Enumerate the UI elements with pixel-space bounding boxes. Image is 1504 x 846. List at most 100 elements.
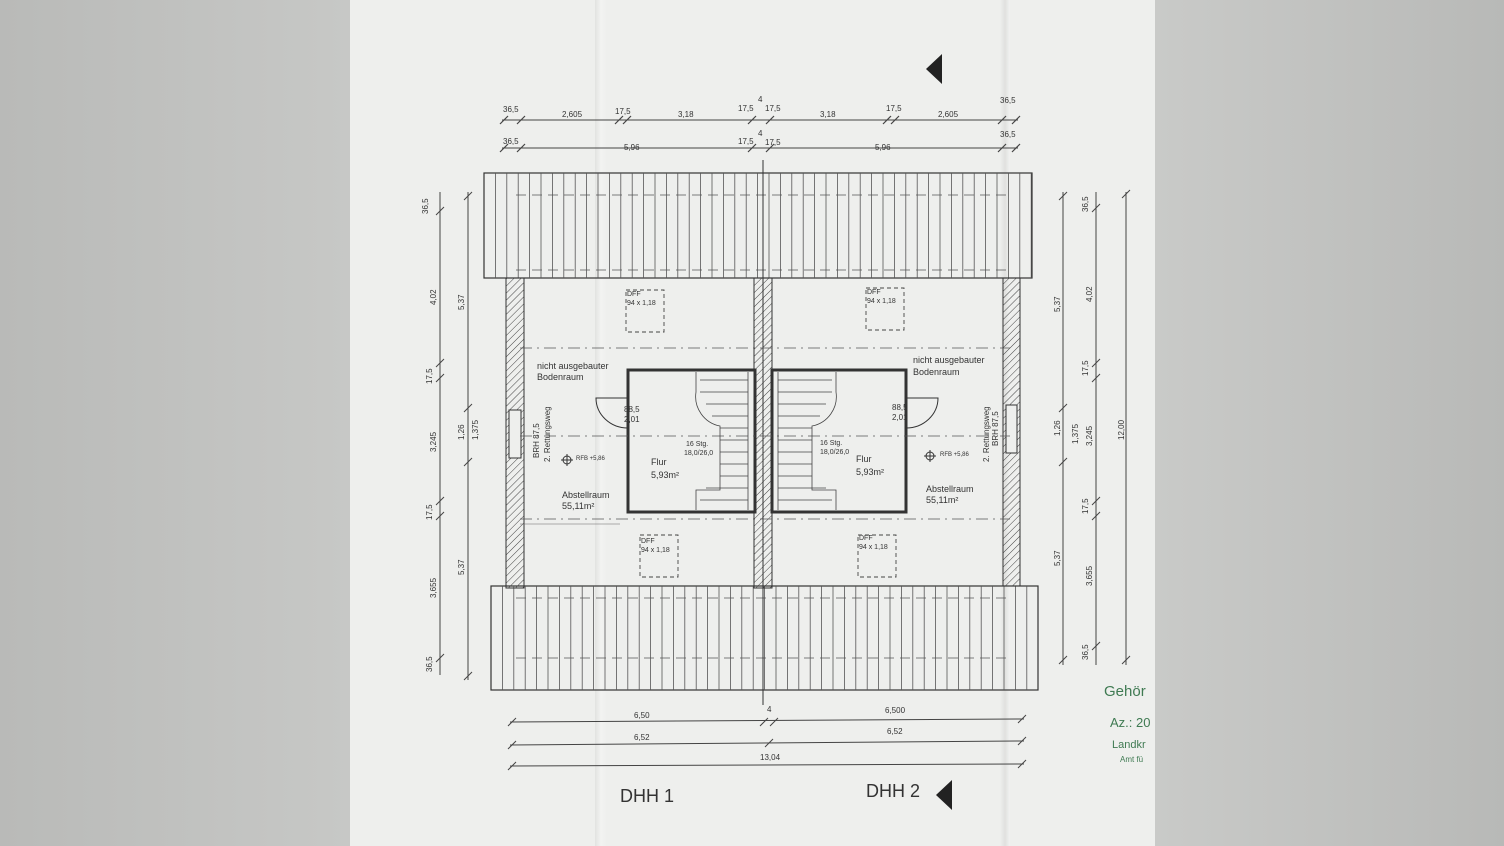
dim-label: 3,18 [820,110,836,119]
north-arrow-icon [936,780,952,810]
dim-label: 5,37 [1053,550,1062,566]
dim-label: 17,5 [425,504,434,520]
door-label: 2,01 [624,415,640,424]
flur-label: Flur [651,457,667,467]
window-label: 94 x 1,18 [627,300,656,307]
dim-label: 17,5 [1081,360,1090,376]
dim-label: 1,375 [1071,423,1080,444]
roof-top [483,172,1033,279]
window-label: 94 x 1,18 [867,298,896,305]
left-dimension-lines [435,191,473,681]
dim-label: 5,96 [875,143,891,152]
height-marker-icon [561,450,936,466]
escape-label: 2. Rettungsweg [982,406,991,462]
approval-stamp: Gehör Az.: 20 Landkr Amt fü [1104,683,1150,764]
storage-label: Abstellraum [926,484,974,494]
stairs-label: 16 Stg. [820,440,842,447]
stairs-label: 18,0/26,0 [684,450,713,457]
roof-windows [625,287,905,578]
dim-label: 17,5 [886,104,902,113]
stamp-line: Amt fü [1120,755,1143,764]
top-dimension-row-1: 36,5 2,605 17,5 3,18 17,5 4 17,5 3,18 17… [503,95,1016,119]
right-dimension-lines [1058,189,1131,665]
rfb-label: RFB +5,86 [576,456,606,462]
dim-label: 3,18 [678,110,694,119]
door-label: 88,5 [624,405,640,414]
dim-label: 5,96 [624,143,640,152]
flur-area: 5,93m² [651,470,679,480]
escape-label: BRH 87,5 [991,411,1000,446]
escape-label: 2. Rettungsweg [543,406,552,462]
window-label: 94 x 1,18 [641,547,670,554]
dim-label: 4,02 [429,289,438,305]
dim-label: 36,5 [425,656,434,672]
dim-label: 2,605 [562,110,583,119]
roof-bottom [490,585,1039,691]
dim-label: 17,5 [738,104,754,113]
dim-label: 6,50 [634,711,650,720]
dim-label: 36,5 [1081,196,1090,212]
top-dimension-row-2: 36,5 5,96 17,5 4 17,5 5,96 36,5 [503,129,1016,152]
dim-label: 3,245 [429,431,438,452]
stamp-line: Landkr [1112,739,1146,751]
doors [595,397,939,429]
roof-window-labels: DFF 94 x 1,18 DFF 94 x 1,18 DFF 94 x 1,1… [627,289,896,554]
bottom-dimension-lines [507,714,1027,771]
dim-label: 1,26 [1053,420,1062,436]
room-label-attic-left: Bodenraum [537,372,584,382]
dim-label: 36,5 [1081,644,1090,660]
dim-label: 6,52 [634,733,650,742]
label-dhh1: DHH 1 [620,786,674,806]
dim-label: 36,5 [503,105,519,114]
paper-sheet [350,0,1155,846]
room-label-attic-right: nicht ausgebauter [913,355,985,365]
dim-label: 5,37 [1053,296,1062,312]
dim-label: 2,605 [938,110,959,119]
dim-label: 17,5 [765,138,781,147]
dim-label: 36,5 [1000,96,1016,105]
walls [505,160,1021,705]
room-labels: nicht ausgebauter Bodenraum nicht ausgeb… [532,355,1000,511]
dim-label: 4 [758,129,763,138]
dim-label: 17,5 [615,107,631,116]
right-dimension-labels: 36,5 4,02 17,5 3,245 17,5 3,655 36,5 5,3… [1053,196,1126,660]
stairs [695,372,837,510]
dim-label: 12,00 [1117,419,1126,440]
dim-label: 36,5 [1000,130,1016,139]
stamp-line: Az.: 20 [1110,715,1150,730]
dim-label: 4,02 [1085,286,1094,302]
dim-label: 36,5 [503,137,519,146]
dim-label: 3,245 [1085,425,1094,446]
escape-label: BRH 87,5 [532,423,541,458]
dim-label: 1,375 [471,419,480,440]
blurred-background-left [0,0,350,846]
storage-label: Abstellraum [562,490,610,500]
storage-area: 55,11m² [562,501,594,511]
dim-label: 1,26 [457,424,466,440]
dim-label: 5,37 [457,294,466,310]
dim-label: 3,655 [1085,565,1094,586]
dim-label: 17,5 [765,104,781,113]
stairs-label: 18,0/26,0 [820,449,849,456]
window-label: DFF [641,538,655,545]
dim-label: 4 [767,705,772,714]
left-dimension-labels: 36,5 4,02 17,5 3,245 17,5 3,655 36,5 5,3… [421,198,480,672]
door-label: 2,01 [892,413,908,422]
blurred-background-right [1155,0,1504,846]
room-label-attic-right: Bodenraum [913,367,960,377]
dim-label: 17,5 [738,137,754,146]
window-label: 94 x 1,18 [859,544,888,551]
flur-area: 5,93m² [856,467,884,477]
dim-label: 17,5 [1081,498,1090,514]
dim-label: 17,5 [425,368,434,384]
storage-area: 55,11m² [926,495,958,505]
door-label: 88,5 [892,403,908,412]
dim-label: 5,37 [457,559,466,575]
bottom-dimension-labels: 6,50 4 6,500 6,52 6,52 13,04 [634,705,906,762]
dim-label: 6,52 [887,727,903,736]
window-label: DFF [627,291,641,298]
room-label-attic-left: nicht ausgebauter [537,361,609,371]
dim-label: 36,5 [421,198,430,214]
top-dimension-lines [499,115,1021,153]
